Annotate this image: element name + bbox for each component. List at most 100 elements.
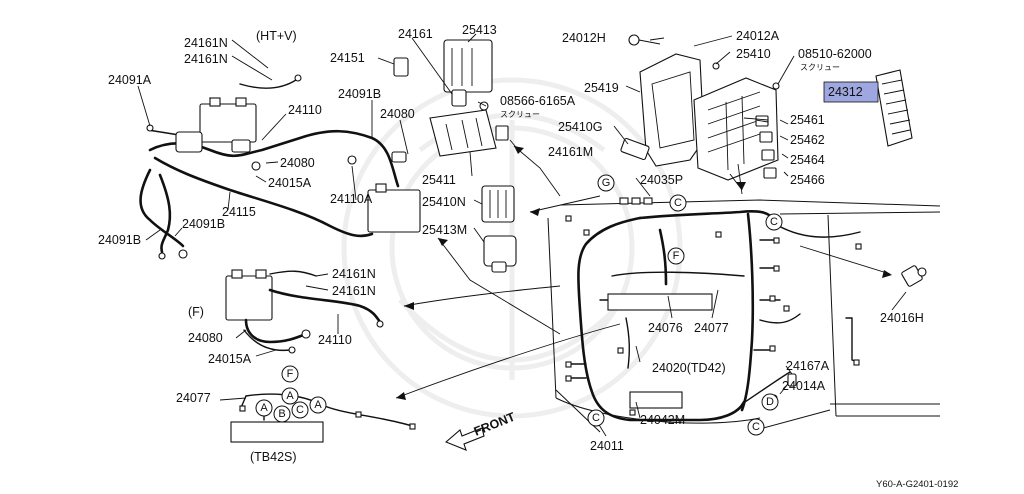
- clip-icon: [391, 151, 407, 163]
- bracket-icon: [429, 109, 497, 157]
- bubble-c: C: [291, 401, 309, 419]
- arrow-line: [799, 245, 891, 275]
- bolt-icon: [628, 34, 640, 46]
- ring-terminal-icon: [301, 329, 311, 339]
- svg-text:F: F: [287, 368, 294, 380]
- callout-25411: 25411: [422, 173, 456, 187]
- svg-text:F: F: [673, 250, 680, 262]
- battery-terminal-icon: [375, 183, 387, 193]
- callout-25410: 25410: [736, 47, 771, 61]
- bubble-b: B: [273, 405, 291, 423]
- svg-text:C: C: [752, 421, 760, 433]
- callout-25464: 25464: [790, 153, 825, 167]
- callout-24091a: 24091A: [108, 73, 152, 87]
- reference-code: Y60-A-G2401-0192: [876, 479, 958, 490]
- callout-24077: 24077: [176, 391, 211, 405]
- battery-icon: [225, 275, 273, 321]
- callout-25461: 25461: [790, 113, 825, 127]
- svg-text:A: A: [314, 399, 322, 411]
- highlight-24312-box: [823, 81, 879, 103]
- relay-bracket-group: [347, 33, 521, 233]
- callout-24161: 24161: [398, 27, 433, 41]
- connector-boot-icon: [491, 261, 507, 273]
- battery-icon: [199, 103, 257, 143]
- callout-08566-screw: スクリュー: [500, 110, 540, 119]
- callout-24020: 24020(TD42): [652, 361, 726, 375]
- relay-cover-icon: [443, 39, 493, 93]
- bubble-c: C: [587, 409, 605, 427]
- battery-harness-group: [137, 39, 400, 260]
- bubble-a: A: [309, 396, 327, 414]
- arrow-line: [529, 195, 601, 213]
- svg-text:D: D: [766, 396, 774, 408]
- bubble-a: A: [255, 399, 273, 417]
- callout-24091b: 24091B: [182, 217, 225, 231]
- callout-24161n: 24161N: [332, 284, 376, 298]
- callout-24014a: 24014A: [782, 379, 826, 393]
- callout-25462: 25462: [790, 133, 825, 147]
- callout-24035p: 24035P: [640, 173, 683, 187]
- callout-24015a: 24015A: [268, 176, 312, 190]
- callout-08510-screw: スクリュー: [800, 63, 840, 72]
- callout-f: (F): [188, 305, 204, 319]
- bubble-d: D: [761, 393, 779, 411]
- bubble-c: C: [747, 418, 765, 436]
- label-blank-box: [629, 391, 683, 409]
- callout-25413m: 25413M: [422, 223, 467, 237]
- ring-terminal-icon: [376, 320, 384, 328]
- ring-terminal-icon: [158, 252, 166, 260]
- svg-text:B: B: [278, 408, 285, 420]
- callout-24016h: 24016H: [880, 311, 924, 325]
- callout-24076: 24076: [648, 321, 683, 335]
- callout-25410g: 25410G: [558, 120, 602, 134]
- callout-08566: 08566-6165A: [500, 94, 576, 108]
- bubble-f: F: [667, 247, 685, 265]
- callout-25466: 25466: [790, 173, 825, 187]
- callout-24161n: 24161N: [184, 52, 228, 66]
- callout-24110: 24110: [318, 333, 352, 347]
- ring-terminal-icon: [251, 161, 261, 171]
- connector-parts: [473, 185, 517, 273]
- callout-24077: 24077: [694, 321, 729, 335]
- svg-text:C: C: [674, 197, 682, 209]
- battery-icon: [367, 189, 421, 233]
- callout-08510: 08510-62000: [798, 47, 872, 61]
- bubble-a: A: [281, 387, 299, 405]
- callout-tb42s: (TB42S): [250, 450, 297, 464]
- callout-24110a: 24110A: [330, 192, 373, 206]
- callout-htv: (HT+V): [256, 29, 297, 43]
- arrow-line: [395, 323, 621, 399]
- callout-24167a: 24167A: [786, 359, 830, 373]
- svg-text:G: G: [602, 177, 611, 189]
- ring-terminal-icon: [294, 74, 302, 82]
- callout-24161n: 24161N: [184, 36, 228, 50]
- fuse-icon: [393, 57, 409, 77]
- fuse-25466-icon: [763, 167, 777, 179]
- callout-24012a: 24012A: [736, 29, 780, 43]
- battery-terminal-icon: [235, 97, 247, 107]
- callout-24080: 24080: [380, 107, 415, 121]
- sensor-tip-icon: [917, 267, 927, 277]
- svg-text:A: A: [260, 402, 268, 414]
- callout-24042m: 24042M: [640, 413, 685, 427]
- bubble-group: G C C F C D C F A A B C A: [255, 174, 783, 436]
- callout-24080: 24080: [280, 156, 315, 170]
- screw-icon: [712, 62, 720, 70]
- callout-25410n: 25410N: [422, 195, 466, 209]
- fuse-box-group: [613, 34, 913, 195]
- callout-24312: 24312: [828, 85, 863, 99]
- terminal-block-icon: [175, 131, 203, 153]
- harness-connectors: [565, 197, 862, 416]
- callout-24151: 24151: [330, 51, 365, 65]
- connector-icon: [231, 139, 251, 153]
- tb42s-subharness-group: [219, 393, 416, 443]
- callout-labels: 24161N 24161N (HT+V) 24091A 24110 24080 …: [98, 23, 958, 490]
- callout-25419: 25419: [584, 81, 619, 95]
- fuse-25462-icon: [759, 131, 773, 143]
- bubble-c: C: [765, 213, 783, 231]
- callout-24080: 24080: [188, 331, 223, 345]
- bubble-c: C: [669, 194, 687, 212]
- ring-terminal-icon: [178, 249, 188, 259]
- callout-24110: 24110: [288, 103, 322, 117]
- callout-24091b: 24091B: [98, 233, 141, 247]
